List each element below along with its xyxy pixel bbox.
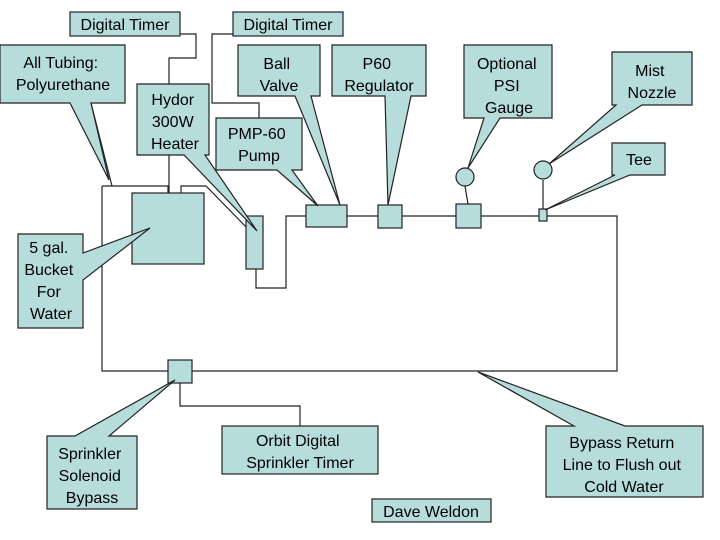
box-author: Dave Weldon <box>371 498 492 523</box>
regulator-shape <box>377 204 403 229</box>
bucket-label: 5 gal. Bucket For Water <box>24 240 77 323</box>
callout-p60-regulator: P60 Regulator <box>331 44 427 206</box>
nozzle-icon <box>533 160 553 180</box>
callout-hydor-heater: Hydor 300W Heater <box>136 83 258 232</box>
callout-mist-nozzle: Mist Nozzle <box>548 51 693 165</box>
gauge-stem <box>464 185 469 205</box>
tee-shape <box>538 208 548 222</box>
timer2-wire <box>211 33 260 118</box>
digital-timer-2-label: Digital Timer <box>244 17 334 34</box>
callout-tee: Tee <box>544 142 666 211</box>
ball-valve-shape <box>305 204 348 228</box>
box-digital-timer-2: Digital Timer <box>232 11 344 37</box>
bypass-return-label: Bypass Return Line to Flush out Cold Wat… <box>563 435 686 496</box>
mist-nozzle-label: Mist Nozzle <box>628 63 677 102</box>
callout-ball-valve: Ball Valve <box>237 44 341 206</box>
solenoid-timer-wire <box>179 383 301 426</box>
callout-all-tubing: All Tubing: Polyurethane <box>0 44 126 181</box>
all-tubing-label: All Tubing: Polyurethane <box>16 55 110 94</box>
box-orbit-timer: Orbit Digital Sprinkler Timer <box>221 425 379 475</box>
box-digital-timer-1: Digital Timer <box>69 11 181 37</box>
pump-feed-tube <box>255 215 306 289</box>
components <box>131 160 553 384</box>
bucket-shape <box>131 192 205 265</box>
solenoid-shape <box>167 359 193 384</box>
author-label: Dave Weldon <box>383 504 479 521</box>
bucket-left-tube <box>102 185 169 193</box>
tee-label: Tee <box>626 152 652 169</box>
regulator-label: P60 Regulator <box>344 56 414 95</box>
callout-bucket: 5 gal. Bucket For Water <box>17 227 151 329</box>
psi-gauge-label: Optional PSI Gauge <box>477 56 541 117</box>
heater-shape <box>245 215 264 270</box>
callout-sprinkler-solenoid: Sprinkler Solenoid Bypass <box>46 379 176 510</box>
callout-pmp60-pump: PMP-60 Pump <box>215 117 319 207</box>
callout-psi-gauge: Optional PSI Gauge <box>463 44 553 169</box>
main-pipe-loop <box>101 186 618 372</box>
psi-fitting-shape <box>455 203 482 229</box>
orbit-timer-label: Orbit Digital Sprinkler Timer <box>246 433 354 472</box>
bucket-right-tube <box>180 185 252 233</box>
digital-timer-1-label: Digital Timer <box>81 17 171 34</box>
pump-label: PMP-60 Pump <box>228 126 290 165</box>
callout-bypass-return: Bypass Return Line to Flush out Cold Wat… <box>477 371 704 498</box>
solenoid-label: Sprinkler Solenoid Bypass <box>58 446 126 507</box>
gauge-icon <box>455 167 475 187</box>
ball-valve-label: Ball Valve <box>260 56 299 95</box>
heater-label: Hydor 300W Heater <box>151 92 200 153</box>
